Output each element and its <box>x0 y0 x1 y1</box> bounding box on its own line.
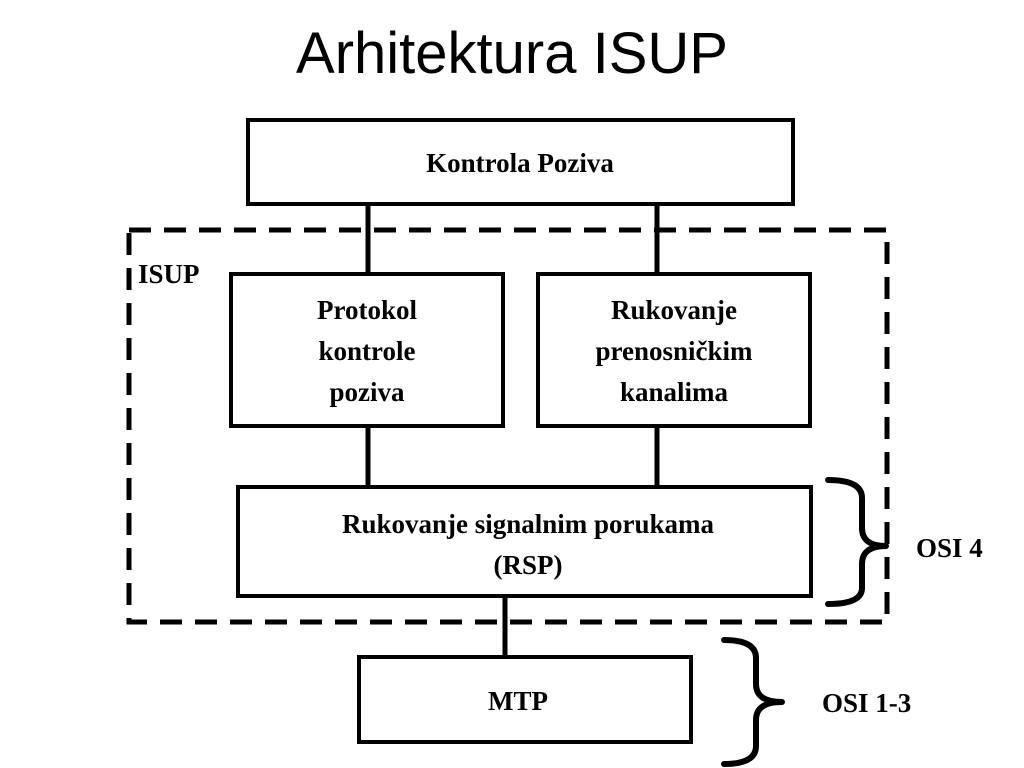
call-control-protocol-line-2: kontrole <box>318 336 415 366</box>
call-control-box: Kontrola Poziva <box>246 118 795 206</box>
signal-message-handling-line-2: (RSP) <box>494 550 563 580</box>
signal-message-handling-line-1: Rukovanje signalnim porukama <box>342 509 715 539</box>
call-control-protocol-line-1: Protokol <box>317 295 417 325</box>
osi4-label: OSI 4 <box>916 533 983 563</box>
bearer-handling-line-2: prenosničkim <box>595 336 753 366</box>
bearer-handling-line-1: Rukovanje <box>611 295 737 325</box>
isup-group-boundary <box>126 227 890 625</box>
signal-message-handling-box: Rukovanje signalnim porukama (RSP) <box>236 485 813 598</box>
mtp-label: MTP <box>488 686 548 716</box>
slide-title: Arhitektura ISUP <box>296 21 728 86</box>
bearer-handling-box: Rukovanje prenosničkim kanalima <box>536 272 812 428</box>
bearer-handling-line-3: kanalima <box>620 377 729 407</box>
isup-group-label: ISUP <box>138 259 200 289</box>
mtp-box: MTP <box>357 655 693 744</box>
call-control-protocol-box: Protokol kontrole poziva <box>229 272 505 428</box>
osi13-label: OSI 1-3 <box>822 688 911 718</box>
call-control-protocol-line-3: poziva <box>329 377 405 407</box>
osi4-brace <box>825 477 889 607</box>
call-control-label: Kontrola Poziva <box>426 148 614 178</box>
osi13-brace <box>721 637 785 767</box>
